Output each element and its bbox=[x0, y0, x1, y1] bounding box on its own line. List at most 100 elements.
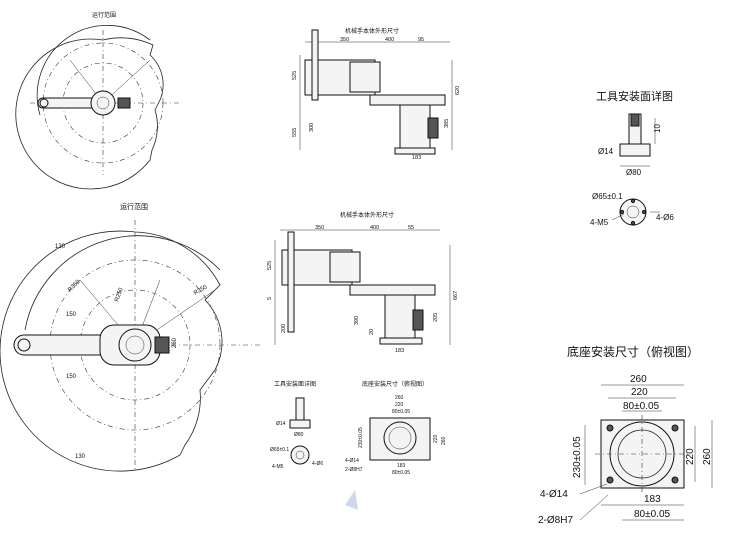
base-mount-small-title: 底座安装尺寸（俯视图） bbox=[362, 380, 428, 388]
work-range-small: 运行范围 bbox=[15, 11, 180, 190]
dim-holes-large-base: 4-Ø14 bbox=[540, 489, 568, 500]
dim-200-mid: 200 bbox=[281, 324, 287, 333]
robot-outline-top: 机械手本体外形尺寸 350 400 95 525 555 300 183 385… bbox=[292, 27, 461, 161]
dim-220-right: 220 bbox=[685, 448, 696, 465]
dim-390-mid: 390 bbox=[354, 316, 360, 325]
work-envelope-outline-large bbox=[0, 230, 223, 472]
arm-end-joint-large bbox=[17, 338, 31, 352]
base-mount-large-title: 底座安装尺寸（俯视图） bbox=[567, 344, 699, 359]
dim-620: 620 bbox=[455, 86, 461, 95]
leader-holes-large bbox=[579, 483, 608, 495]
arm-side-head-mid bbox=[329, 251, 361, 283]
tool-shaft-small bbox=[295, 397, 305, 421]
dim-667-mid: 667 bbox=[453, 291, 459, 300]
dim-80-small: 80±0.05 bbox=[392, 409, 410, 415]
tool-detail-small-title: 工具安装面详图 bbox=[274, 380, 316, 388]
tool-detail-large: 工具安装面详图 10 Ø14 Ø80 Ø65±0.1 4-M5 4-Ø6 bbox=[590, 89, 674, 227]
dim-220-top: 220 bbox=[631, 387, 648, 398]
dim-dia80-large: Ø80 bbox=[626, 168, 642, 177]
base-column-mid bbox=[384, 294, 416, 341]
work-range-large: 运行范围 130 R350 R250 R350 150 150 260 130 bbox=[0, 202, 260, 472]
dim-183-small: 183 bbox=[397, 463, 406, 469]
range-label-130: 130 bbox=[55, 244, 66, 250]
arm-end-joint bbox=[39, 98, 49, 108]
dim-385: 385 bbox=[444, 119, 450, 128]
dim-5-mid: 5 bbox=[267, 297, 273, 300]
dim-525: 525 bbox=[292, 71, 298, 80]
arm-side-lower-mid bbox=[349, 284, 436, 296]
dim-holes-small-base: 4-Ø14 bbox=[345, 458, 359, 464]
dim-dia80-small: Ø80 bbox=[294, 432, 304, 438]
leader-m5 bbox=[611, 213, 625, 221]
dim-pins-large: 2-Ø8H7 bbox=[538, 515, 573, 526]
dim-260r-small: 260 bbox=[441, 436, 447, 445]
dim-230-left: 230±0.05 bbox=[572, 436, 583, 478]
tool-bolt-hole-3 bbox=[630, 220, 636, 226]
tool-detail-small: 工具安装面详图 Ø14 Ø80 Ø65±0.1 4-M5 4-Ø6 bbox=[270, 380, 323, 470]
leader-pins-large bbox=[579, 494, 609, 521]
dim-holes-small: 4-Ø6 bbox=[312, 461, 323, 467]
tool-bolt-hole-4 bbox=[619, 209, 625, 215]
dim-80b-small: 80±0.05 bbox=[392, 470, 410, 476]
range-label-R350-b: R350 bbox=[193, 284, 209, 297]
dim-183-mid: 183 bbox=[395, 348, 404, 354]
range-label-150-a: 150 bbox=[66, 312, 77, 318]
work-envelope-arc-large bbox=[24, 235, 221, 331]
dim-m5-large: 4-M5 bbox=[590, 218, 609, 227]
base-mount-large: 底座安装尺寸（俯视图） 260 220 80±0.05 230±0.05 220… bbox=[538, 344, 713, 526]
dim-400-mid: 400 bbox=[370, 225, 379, 231]
arm-base-joint bbox=[90, 90, 116, 116]
dim-400: 400 bbox=[385, 37, 394, 43]
dim-350-mid: 350 bbox=[315, 225, 324, 231]
base-connector-mid bbox=[412, 309, 424, 331]
tool-bolt-hole-2 bbox=[641, 209, 647, 215]
range-label-R250: R250 bbox=[114, 287, 125, 303]
robot-outline-top-title: 机械手本体外形尺寸 bbox=[345, 27, 399, 35]
base-hole-tl bbox=[606, 424, 614, 432]
dim-220-small: 220 bbox=[395, 402, 404, 408]
dim-10: 10 bbox=[653, 124, 662, 133]
robot-outline-mid: 机械手本体外形尺寸 350 400 55 525 5 200 390 20 20… bbox=[267, 211, 459, 354]
tool-flange-face-small bbox=[290, 445, 310, 465]
base-hole-bl bbox=[606, 476, 614, 484]
dim-20-mid: 20 bbox=[369, 329, 375, 335]
dim-525-mid: 525 bbox=[267, 261, 273, 270]
dim-dia14-large: Ø14 bbox=[598, 147, 614, 156]
arm-motor-large bbox=[154, 336, 170, 354]
arm-joint-inner-large bbox=[125, 335, 145, 355]
tool-shaft-core-large bbox=[630, 113, 640, 127]
dim-m5-small: 4-M5 bbox=[272, 464, 284, 470]
dim-220r-small: 220 bbox=[433, 434, 439, 443]
arm-side-head bbox=[349, 61, 381, 93]
arm-side-lower bbox=[369, 94, 446, 106]
dim-260-small: 260 bbox=[395, 395, 404, 401]
dim-pins-small: 2-Ø8H7 bbox=[345, 467, 363, 473]
dim-230-small: 230±0.05 bbox=[358, 427, 364, 448]
dim-300: 300 bbox=[309, 123, 315, 132]
arm-joint-inner bbox=[96, 96, 110, 110]
dim-205-mid: 205 bbox=[433, 313, 439, 322]
range-label-260: 260 bbox=[172, 337, 178, 348]
tool-detail-large-title: 工具安装面详图 bbox=[596, 89, 673, 103]
dim-183: 183 bbox=[412, 155, 421, 161]
work-range-small-title: 运行范围 bbox=[92, 11, 116, 19]
dim-95: 95 bbox=[418, 37, 424, 43]
tool-flange-bore-large bbox=[626, 205, 640, 219]
work-envelope-arc bbox=[36, 25, 151, 116]
dim-555: 555 bbox=[292, 128, 298, 137]
arm-base-joint-large bbox=[118, 328, 152, 362]
dim-dia65-small: Ø65±0.1 bbox=[270, 447, 289, 453]
base-plate bbox=[394, 147, 436, 155]
dim-dia65-large: Ø65±0.1 bbox=[592, 192, 623, 201]
range-label-150-b: 150 bbox=[66, 374, 77, 380]
base-hole-br bbox=[671, 476, 679, 484]
dim-dia14-small: Ø14 bbox=[276, 421, 286, 427]
dim-260-top: 260 bbox=[630, 374, 647, 385]
base-circle-small bbox=[383, 421, 417, 455]
dim-183: 183 bbox=[644, 494, 661, 505]
range-label-R350: R350 bbox=[67, 279, 82, 294]
robot-outline-mid-title: 机械手本体外形尺寸 bbox=[340, 211, 394, 219]
dim-350: 350 bbox=[340, 37, 349, 43]
range-label-130-b: 130 bbox=[75, 454, 86, 460]
tool-bolt-hole-1 bbox=[630, 198, 636, 204]
